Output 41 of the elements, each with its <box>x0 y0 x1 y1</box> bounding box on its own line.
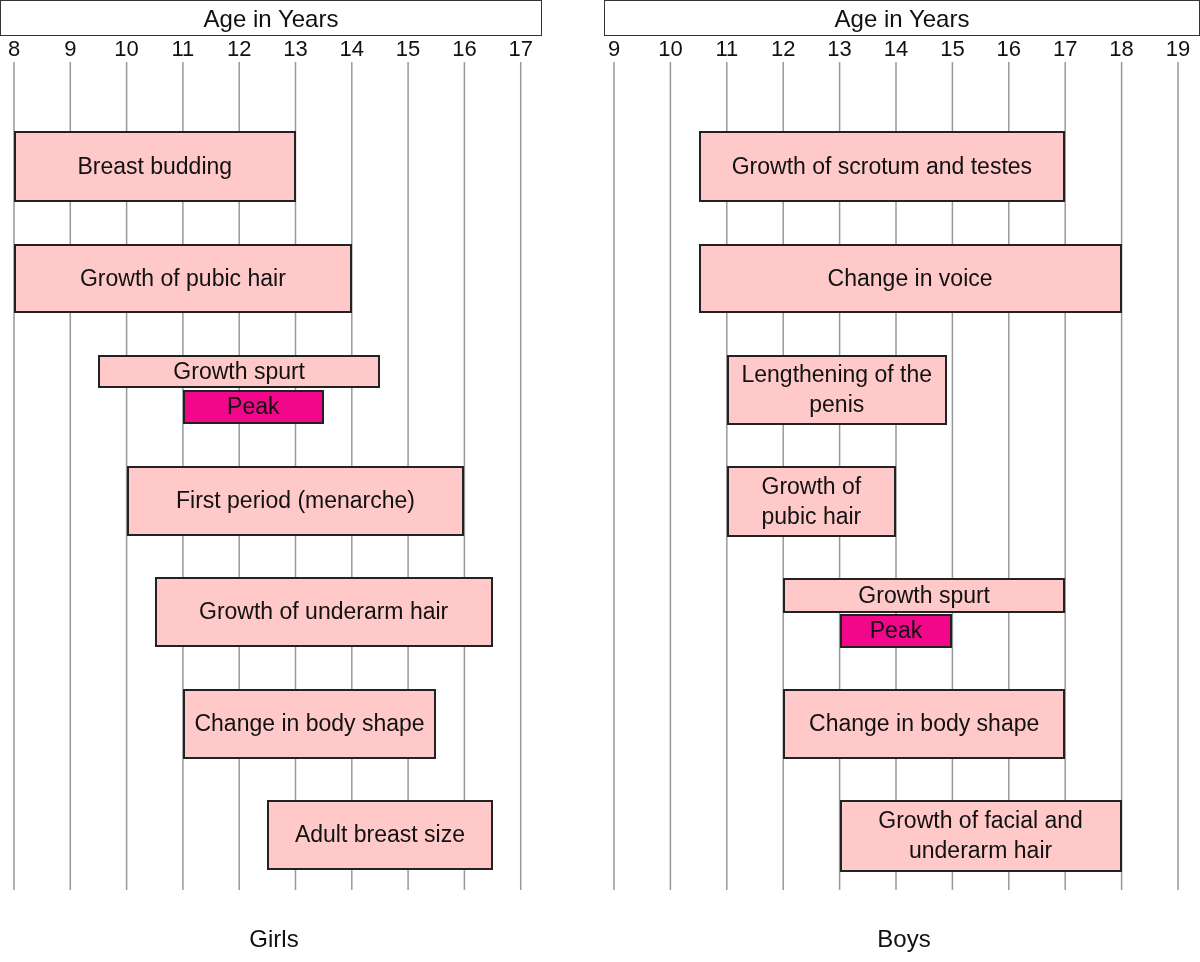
tick-label: 13 <box>827 36 852 62</box>
tick-label: 17 <box>508 36 533 62</box>
tick-label: 13 <box>283 36 308 62</box>
age-range-bar: Growth of facial and underarm hair <box>839 800 1122 872</box>
age-range-bar: First period (menarche) <box>126 466 465 536</box>
age-range-bar: Breast budding <box>14 131 296 202</box>
age-range-bar: Growth of underarm hair <box>154 577 493 647</box>
axis-title-box: Age in Years <box>604 0 1200 36</box>
age-range-bar: Change in body shape <box>182 689 437 759</box>
tick-label: 11 <box>715 36 739 62</box>
tick-label: 16 <box>996 36 1022 62</box>
age-range-bar: Lengthening of the penis <box>726 355 947 425</box>
axis-title-box: Age in Years <box>0 0 542 36</box>
tick-label: 12 <box>770 36 796 62</box>
tick-label: 9 <box>607 36 621 62</box>
age-range-bar: Change in body shape <box>783 689 1066 759</box>
tick-label: 12 <box>226 36 252 62</box>
age-range-bar: Adult breast size <box>267 800 493 870</box>
peak-bar: Peak <box>182 390 324 424</box>
age-range-bar: Growth spurt <box>98 355 380 388</box>
age-range-bar: Change in voice <box>698 244 1122 313</box>
tick-label: 14 <box>339 36 365 62</box>
age-range-bar: Growth of scrotum and testes <box>698 131 1066 202</box>
tick-label: 17 <box>1052 36 1078 62</box>
age-range-bar: Growth spurt <box>783 578 1066 613</box>
tick-label: 18 <box>1109 36 1134 62</box>
tick-label: 9 <box>64 36 77 62</box>
tick-label: 15 <box>395 36 421 62</box>
tick-label: 10 <box>114 36 139 62</box>
panel-label: Boys <box>877 925 931 953</box>
panel-label: Girls <box>249 925 299 953</box>
tick-label: 15 <box>940 36 965 62</box>
tick-label: 8 <box>7 36 21 62</box>
tick-label: 14 <box>883 36 909 62</box>
peak-bar: Peak <box>839 614 953 648</box>
tick-label: 11 <box>171 36 195 62</box>
tick-label: 16 <box>452 36 477 62</box>
tick-label: 19 <box>1165 36 1191 62</box>
tick-label: 10 <box>658 36 683 62</box>
age-range-bar: Growth of pubic hair <box>14 244 352 313</box>
age-range-bar: Growth of pubic hair <box>726 466 896 537</box>
